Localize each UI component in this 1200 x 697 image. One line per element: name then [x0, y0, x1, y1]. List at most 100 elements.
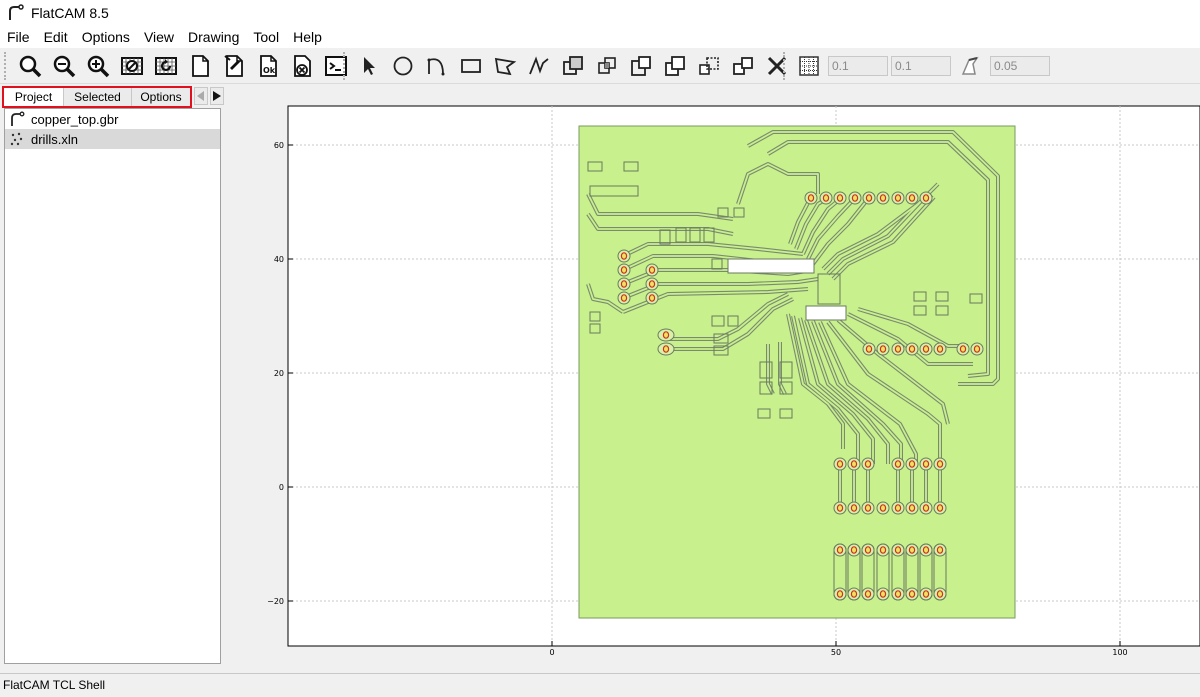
menu-view[interactable]: View — [143, 29, 175, 45]
oblong-pad-outline — [905, 543, 919, 601]
polygon-tool-button[interactable] — [489, 50, 521, 82]
move-icon — [733, 57, 753, 75]
status-bar: FlatCAM TCL Shell — [0, 673, 1200, 697]
y-tick-label: −20 — [267, 597, 284, 606]
drill-hole — [936, 460, 944, 468]
zoom-out-button[interactable] — [48, 50, 80, 82]
rectangle-tool-button[interactable] — [455, 50, 487, 82]
tab-scroll-right-button[interactable] — [210, 87, 224, 105]
tab-selected[interactable]: Selected — [64, 88, 132, 106]
drill-hole — [959, 345, 967, 353]
drill-hole — [648, 266, 656, 274]
drill-hole — [908, 546, 916, 554]
tab-scroll-left-button[interactable] — [194, 87, 208, 105]
drill-hole — [936, 504, 944, 512]
zoom-in-button[interactable] — [82, 50, 114, 82]
drill-hole — [620, 252, 628, 260]
oblong-pad-outline — [847, 543, 861, 601]
drill-hole — [850, 504, 858, 512]
union-tool-button[interactable] — [557, 50, 589, 82]
menu-drawing[interactable]: Drawing — [188, 29, 240, 45]
ic-footprint — [727, 258, 847, 321]
drill-hole — [864, 546, 872, 554]
clear-plot-button[interactable] — [116, 50, 148, 82]
update-geometry-button[interactable]: Ok — [252, 50, 284, 82]
drill-hole — [836, 546, 844, 554]
toolbar-handle[interactable] — [783, 52, 788, 80]
drill-hole — [662, 345, 670, 353]
tcl-shell-button[interactable] — [320, 50, 352, 82]
drill-hole — [922, 504, 930, 512]
toolbar-handle[interactable] — [343, 52, 348, 80]
copy-tool-button[interactable] — [693, 50, 725, 82]
project-tree[interactable]: copper_top.gbr drills.xln — [4, 108, 221, 664]
menu-help[interactable]: Help — [293, 29, 322, 45]
window-title: FlatCAM 8.5 — [31, 5, 109, 21]
menu-edit[interactable]: Edit — [43, 29, 68, 45]
tree-item-gerber[interactable]: copper_top.gbr — [5, 109, 220, 129]
path-tool-button[interactable] — [523, 50, 555, 82]
drill-hole — [894, 504, 902, 512]
axis-ticks — [288, 144, 1121, 646]
update-geometry-icon: Ok — [260, 55, 277, 77]
plot-area[interactable]: 0 50 100 60 40 20 0 −20 — [228, 84, 1200, 672]
zoom-in-icon — [87, 55, 110, 78]
arc-tool-button[interactable] — [421, 50, 453, 82]
circle-icon — [393, 56, 413, 76]
x-tick-label: 100 — [1112, 648, 1127, 657]
drill-hole — [864, 460, 872, 468]
clear-plot-icon — [121, 57, 143, 75]
drill-hole — [850, 460, 858, 468]
subtract-tool-button[interactable] — [625, 50, 657, 82]
cut-tool-button[interactable] — [659, 50, 691, 82]
plot-canvas[interactable]: 0 50 100 60 40 20 0 −20 — [228, 84, 1200, 672]
oblong-pad-outline — [919, 543, 933, 601]
menu-bar: File Edit Options View Drawing Tool Help — [0, 26, 1200, 48]
drill-hole — [648, 280, 656, 288]
oblong-pad-outline — [876, 543, 890, 601]
drill-hole — [936, 345, 944, 353]
corner-snap-button[interactable] — [955, 50, 987, 82]
oblong-pad-outline — [861, 543, 875, 601]
toolbar-handle[interactable] — [4, 52, 9, 80]
tab-project[interactable]: Project — [4, 88, 64, 106]
circle-tool-button[interactable] — [387, 50, 419, 82]
y-tick-label: 20 — [274, 369, 284, 378]
drill-hole — [894, 345, 902, 353]
oblong-pad-outline — [891, 543, 905, 601]
move-tool-button[interactable] — [727, 50, 759, 82]
snap-toolbar — [783, 48, 1050, 84]
snap-distance-input[interactable] — [990, 56, 1050, 76]
drill-hole — [879, 504, 887, 512]
title-bar: FlatCAM 8.5 — [0, 0, 1200, 26]
gerber-icon — [11, 111, 25, 126]
tab-options[interactable]: Options — [132, 88, 190, 106]
flatcam-logo-icon — [9, 4, 24, 20]
grid-snap-button[interactable] — [793, 50, 825, 82]
select-tool-button[interactable] — [353, 50, 385, 82]
drawing-toolbar — [343, 48, 794, 84]
polygon-icon — [494, 57, 517, 76]
x-tick-label: 50 — [831, 648, 841, 657]
menu-options[interactable]: Options — [81, 29, 130, 45]
oblong-pad-outline — [833, 543, 847, 601]
path-icon — [529, 56, 549, 75]
tree-item-label: drills.xln — [31, 131, 78, 147]
menu-file[interactable]: File — [7, 29, 30, 45]
toolbar: Ok — [0, 48, 1200, 84]
excellon-icon — [10, 132, 23, 146]
y-tick-label: 40 — [274, 255, 284, 264]
zoom-fit-button[interactable] — [14, 50, 46, 82]
drill-hole — [908, 590, 916, 598]
grid-x-input[interactable] — [828, 56, 888, 76]
replot-button[interactable] — [150, 50, 182, 82]
tcl-shell-label[interactable]: FlatCAM TCL Shell — [3, 678, 106, 692]
grid-y-input[interactable] — [891, 56, 951, 76]
intersection-tool-button[interactable] — [591, 50, 623, 82]
delete-button[interactable] — [286, 50, 318, 82]
edit-geometry-button[interactable] — [218, 50, 250, 82]
menu-tool[interactable]: Tool — [253, 29, 280, 45]
tree-item-excellon[interactable]: drills.xln — [5, 129, 220, 149]
new-geometry-button[interactable] — [184, 50, 216, 82]
intersection-icon — [598, 57, 616, 74]
